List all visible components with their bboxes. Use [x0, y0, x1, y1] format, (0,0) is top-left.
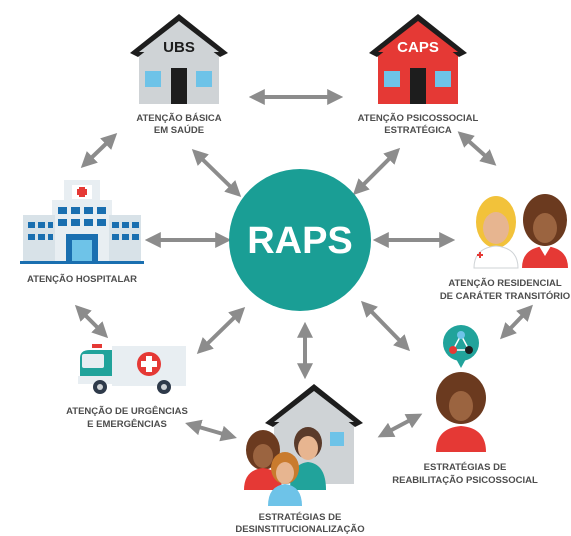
person-network-icon: [436, 325, 486, 452]
reabilitacao-node: ESTRATÉGIAS DE REABILITAÇÃO PSICOSSOCIAL: [392, 325, 538, 486]
hospital-label: ATENÇÃO HOSPITALAR: [27, 274, 137, 285]
residencial-node: ATENÇÃO RESIDENCIAL DE CARÁTER TRANSITÓR…: [440, 194, 570, 302]
urgencias-label-line2: E EMERGÊNCIAS: [87, 418, 167, 430]
house-icon: [130, 14, 228, 104]
arrow-urgencias-desinst: [185, 419, 237, 442]
caps-label-line2: ESTRATÉGICA: [384, 125, 452, 136]
residencial-label-line2: DE CARÁTER TRANSITÓRIO: [440, 290, 570, 302]
arrow-caps-raps: [352, 147, 401, 196]
arrow-ubs-hospital: [80, 133, 118, 168]
desinst-label-line1: ESTRATÉGIAS DE: [259, 512, 342, 523]
caps-house-label: CAPS: [397, 39, 439, 56]
arrow-raps-urgencias: [196, 306, 246, 355]
caps-node: CAPS ATENÇÃO PSICOSSOCIAL ESTRATÉGICA: [358, 14, 479, 136]
ubs-label-line2: EM SAÚDE: [154, 124, 204, 136]
reabilitacao-label-line1: ESTRATÉGIAS DE: [424, 462, 507, 473]
raps-center: RAPS: [229, 169, 371, 311]
arrow-desinst-reabilitacao: [377, 413, 423, 438]
raps-circle: [229, 169, 371, 311]
ubs-house-label: UBS: [163, 39, 195, 56]
connection-arrows: [74, 89, 533, 442]
urgencias-node: ATENÇÃO DE URGÊNCIAS E EMERGÊNCIAS: [66, 344, 188, 430]
arrow-hospital-urgencias: [74, 304, 109, 339]
nurses-icon: [473, 194, 568, 269]
caps-label-line1: ATENÇÃO PSICOSSOCIAL: [358, 113, 479, 124]
desinst-label-line2: DESINSTITUCIONALIZAÇÃO: [235, 524, 364, 535]
hospital-icon: [20, 180, 144, 264]
arrow-caps-residencial: [457, 131, 497, 166]
ubs-node: UBS ATENÇÃO BÁSICA EM SAÚDE: [130, 14, 228, 136]
reabilitacao-label-line2: REABILITAÇÃO PSICOSSOCIAL: [392, 475, 538, 486]
ambulance-icon: [78, 344, 186, 394]
desinst-node: ESTRATÉGIAS DE DESINSTITUCIONALIZAÇÃO: [235, 384, 365, 535]
raps-label: RAPS: [247, 220, 353, 262]
arrow-ubs-raps: [191, 148, 242, 198]
urgencias-label-line1: ATENÇÃO DE URGÊNCIAS: [66, 405, 188, 417]
caps-house-icon: [369, 14, 467, 104]
residencial-label-line1: ATENÇÃO RESIDENCIAL: [448, 278, 561, 289]
arrow-raps-reabilitacao: [360, 300, 411, 352]
hospital-node: ATENÇÃO HOSPITALAR: [20, 180, 144, 285]
arrow-residencial-reabilitacao: [500, 304, 533, 340]
family-house-icon: [244, 384, 363, 506]
ubs-label-line1: ATENÇÃO BÁSICA: [136, 113, 221, 124]
